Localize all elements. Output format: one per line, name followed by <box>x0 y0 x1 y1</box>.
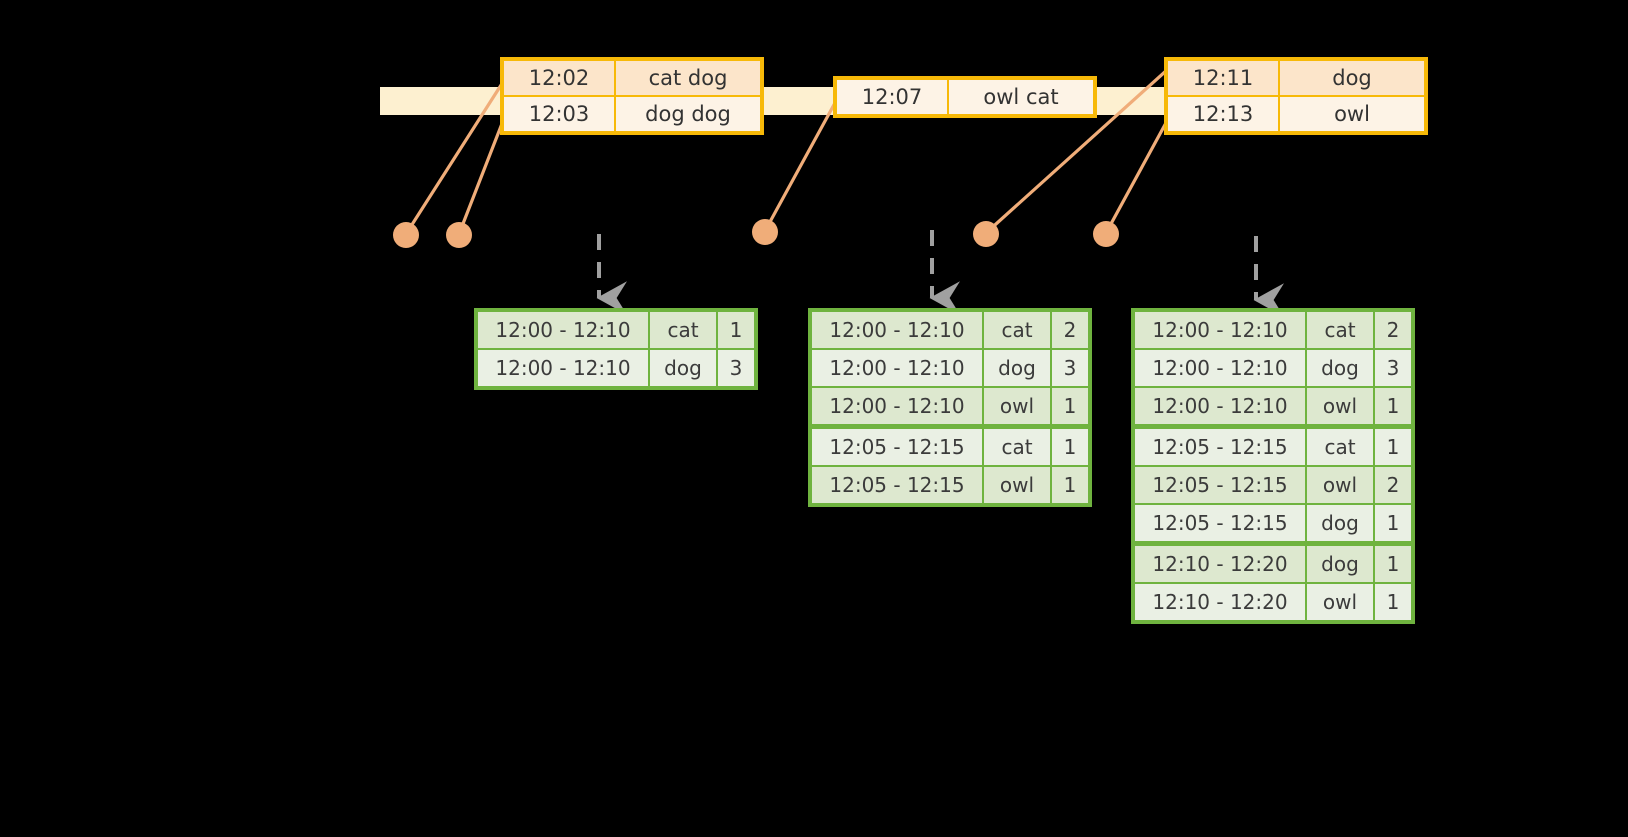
result-count: 2 <box>1051 311 1089 349</box>
event-group-3[interactable]: 12:11 dog 12:13 owl <box>1167 60 1425 132</box>
event-group-2[interactable]: 12:07 owl cat <box>836 79 1094 115</box>
result-window: 12:05 - 12:15 <box>811 466 983 504</box>
result-count: 1 <box>1374 542 1412 583</box>
event-dots <box>393 219 1119 248</box>
result-word: dog <box>1306 349 1374 387</box>
result-word: owl <box>1306 466 1374 504</box>
result-count: 2 <box>1374 311 1412 349</box>
result-window: 12:00 - 12:10 <box>811 349 983 387</box>
result-word: dog <box>983 349 1051 387</box>
event-time: 12:03 <box>503 96 615 132</box>
result-word: cat <box>649 311 717 349</box>
result-count: 1 <box>1374 425 1412 466</box>
event-words: dog <box>1279 60 1425 96</box>
result-word: owl <box>1306 387 1374 425</box>
result-count: 2 <box>1374 466 1412 504</box>
result-count: 1 <box>1051 466 1089 504</box>
event-row[interactable]: 12:02 cat dog <box>503 60 761 96</box>
result-window: 12:10 - 12:20 <box>1134 583 1306 621</box>
result-count: 1 <box>1374 583 1412 621</box>
event-words: owl <box>1279 96 1425 132</box>
event-group-1[interactable]: 12:02 cat dog 12:03 dog dog <box>503 60 761 132</box>
event-time: 12:11 <box>1167 60 1279 96</box>
result-window: 12:05 - 12:15 <box>1134 466 1306 504</box>
event-time: 12:13 <box>1167 96 1279 132</box>
result-window: 12:05 - 12:15 <box>1134 425 1306 466</box>
result-count: 3 <box>1051 349 1089 387</box>
event-dot-4 <box>973 221 999 247</box>
result-word: cat <box>1306 425 1374 466</box>
result-count: 1 <box>1374 504 1412 542</box>
result-word: dog <box>1306 504 1374 542</box>
result-window: 12:00 - 12:10 <box>811 387 983 425</box>
result-window: 12:00 - 12:10 <box>1134 387 1306 425</box>
result-word: owl <box>983 466 1051 504</box>
result-count: 1 <box>1374 387 1412 425</box>
result-window: 12:05 - 12:15 <box>1134 504 1306 542</box>
event-dot-1 <box>393 222 419 248</box>
event-row[interactable]: 12:11 dog <box>1167 60 1425 96</box>
event-time: 12:02 <box>503 60 615 96</box>
event-dot-3 <box>752 219 778 245</box>
result-word: cat <box>1306 311 1374 349</box>
trigger-arrows <box>596 230 1285 317</box>
result-count: 1 <box>717 311 755 349</box>
result-word: cat <box>983 311 1051 349</box>
result-word: cat <box>983 425 1051 466</box>
result-count: 3 <box>717 349 755 387</box>
event-words: owl cat <box>948 79 1094 115</box>
event-words: cat dog <box>615 60 761 96</box>
result-window: 12:00 - 12:10 <box>1134 311 1306 349</box>
event-row[interactable]: 12:03 dog dog <box>503 96 761 132</box>
result-window: 12:05 - 12:15 <box>811 425 983 466</box>
result-window: 12:00 - 12:10 <box>811 311 983 349</box>
result-window: 12:00 - 12:10 <box>1134 349 1306 387</box>
result-word: dog <box>1306 542 1374 583</box>
result-word: dog <box>649 349 717 387</box>
event-row[interactable]: 12:07 owl cat <box>836 79 1094 115</box>
result-word: owl <box>983 387 1051 425</box>
event-row[interactable]: 12:13 owl <box>1167 96 1425 132</box>
result-window: 12:00 - 12:10 <box>477 349 649 387</box>
event-dot-5 <box>1093 221 1119 247</box>
result-count: 1 <box>1051 387 1089 425</box>
event-time: 12:07 <box>836 79 948 115</box>
result-window: 12:00 - 12:10 <box>477 311 649 349</box>
result-count: 3 <box>1374 349 1412 387</box>
result-word: owl <box>1306 583 1374 621</box>
event-words: dog dog <box>615 96 761 132</box>
event-dot-2 <box>446 222 472 248</box>
result-window: 12:10 - 12:20 <box>1134 542 1306 583</box>
result-count: 1 <box>1051 425 1089 466</box>
